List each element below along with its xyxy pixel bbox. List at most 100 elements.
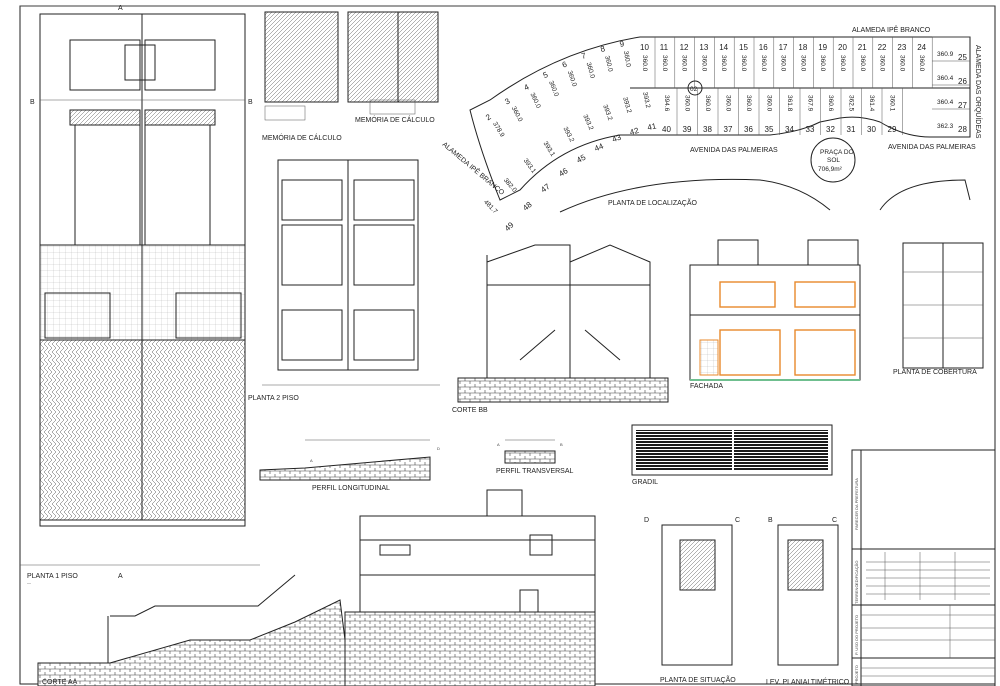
lot-number: 38 [703,125,712,134]
praca-do-sol [810,137,856,183]
lot-area: 360.0 [603,55,614,73]
corte-aa: CORTE AA [37,489,596,686]
projeto-label: PROJETO [854,665,859,684]
lot-number: 35 [765,125,774,134]
cobertura-title: PLANTA DE COBERTURA [893,369,977,376]
planta-1-piso: PLANTA 1 PISO — A A B B [20,5,260,585]
lot-area: 360.0 [839,55,846,72]
lot-area: 481.7 [482,199,499,216]
lot: 14 360.0 [719,43,728,72]
memoria-title-2: MEMÓRIA DE CÁLCULO [355,115,435,124]
lot-number: 31 [847,125,856,134]
lot-area: 360.0 [528,92,541,110]
lot: 12 360.0 [680,43,689,72]
perfil-transversal: A B PERFIL TRANSVERSAL [496,439,574,475]
section-mark-d: D [437,446,440,451]
lot-area: 393.2 [621,96,632,114]
lot-area: 360.0 [566,70,578,88]
perfil-transversal-title: PERFIL TRANSVERSAL [496,468,574,475]
lot-number: 46 [557,166,570,179]
planta-2-title: PLANTA 2 PISO [248,395,299,402]
section-mark-b: B [30,99,35,106]
lot: 37 360.0 [724,95,733,134]
lot-area: 393.2 [581,114,594,132]
lot-area: 360.6 [827,95,834,112]
fachada: FACHADA [689,239,861,390]
lot: 42 393.2 [621,96,641,137]
memoria-de-calculo: MEMÓRIA DE CÁLCULO MEMÓRIA DE CÁLCULO [262,11,439,142]
lot-number: 8 [600,44,607,54]
lot-number: 41 [647,121,658,132]
section-mark-b: B [248,99,253,106]
planta-de-cobertura: PLANTA DE COBERTURA [893,242,984,376]
lot-area: 360.0 [681,55,688,72]
lot-number: 20 [838,43,847,52]
praca-label: PRAÇA DO [820,149,854,156]
lot-area: 393.2 [561,126,575,144]
lot-number: 23 [897,43,906,52]
lot-number: 42 [629,126,641,137]
section-mark-b: B [560,442,563,447]
edificacao-label: EDIFICAÇÃO [854,561,859,585]
perfil-longitudinal-title: PERFIL LONGITUDINAL [312,485,390,492]
lot-area: 378.9 [491,121,506,139]
corte-aa-title: CORTE AA [42,679,78,686]
lot-area: 360.0 [547,80,560,98]
lot-area: 360.0 [740,55,747,72]
lot-number: 32 [826,125,835,134]
lot-area: 393.1 [542,140,557,158]
lot-number: 33 [806,125,815,134]
section-mark-a: A [310,458,313,463]
block-number: 02 [690,86,698,93]
section-mark-b: B [768,517,773,524]
lot-number: 39 [683,125,692,134]
lot-number: 45 [575,152,588,164]
lot: 33 367.9 [806,95,815,134]
lot-area: 360.0 [510,105,524,123]
lot-area: 367.9 [807,95,814,112]
lot-area: 360.0 [725,95,732,112]
lot-number: 14 [719,43,728,52]
lot-number: 47 [539,182,552,195]
gradil: GRADIL [631,424,833,486]
lot-area: 360.0 [879,55,886,72]
lot-number: 12 [680,43,689,52]
lot-number: 3 [503,96,512,106]
lot-number: 37 [724,125,733,134]
svg-text:—: — [27,580,31,585]
lot-area: 360.1 [889,95,896,112]
praca-label: SOL [827,157,840,164]
section-mark-a: A [497,442,500,447]
gradil-title: GRADIL [632,479,658,486]
lot: 31 362.5 [847,95,856,134]
lot: 20 360.0 [838,43,847,72]
lot-area: 360.0 [918,55,925,72]
perfil-longitudinal: A D PERFIL LONGITUDINAL [259,439,440,492]
lot-area: 360.0 [760,55,767,72]
lot-area: 360.0 [859,55,866,72]
lot-number: 18 [798,43,807,52]
lot-area: 393.1 [522,157,537,175]
corte-bb-title: CORTE BB [452,407,488,414]
lot-area: 361.8 [786,95,793,112]
lot-number: 13 [699,43,708,52]
lot-area: 362.5 [848,95,855,112]
lot-area: 360.0 [720,55,727,72]
